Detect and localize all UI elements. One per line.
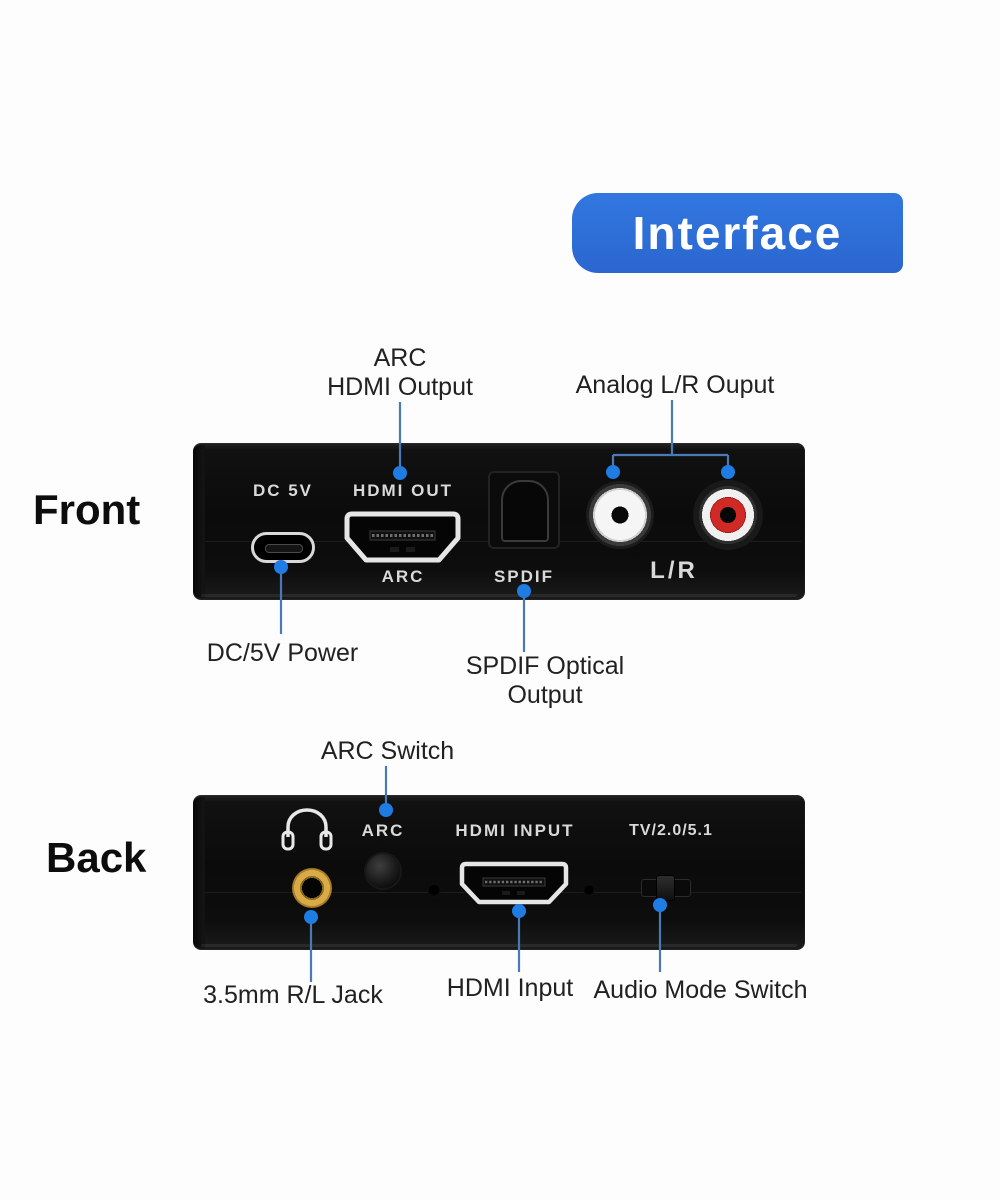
front-section-title: Front <box>33 486 141 533</box>
callout-dc-5v-power: DC/5V Power <box>206 639 359 667</box>
callout-arc-switch: ARC Switch <box>320 737 455 765</box>
spdif-optical-port <box>488 471 560 549</box>
back-panel-device: ARC HDMI INPUT TV/2.0/5.1 <box>193 795 805 950</box>
hdmi-out-port <box>344 511 461 563</box>
callout-35mm-jack: 3.5mm R/L Jack <box>203 981 383 1009</box>
slide-switch-knob <box>656 875 675 901</box>
callout-analog-lr-output: Analog L/R Ouput <box>575 371 775 399</box>
audio-mode-slide-switch <box>641 875 691 901</box>
screw-hole-icon <box>427 883 441 897</box>
callout-arc-hdmi-output-line1: ARC <box>373 344 427 372</box>
interface-badge-label: Interface <box>632 207 843 259</box>
panel-label-arc-back: ARC <box>361 821 405 840</box>
panel-label-spdif: SPDIF <box>493 567 555 586</box>
rca-jack-red-right <box>693 480 763 550</box>
panel-label-lr: L/R <box>650 557 698 584</box>
callout-arc-hdmi-output: ARC HDMI Output <box>300 344 500 402</box>
aux-35mm-jack <box>292 868 332 908</box>
interface-badge: Interface <box>572 193 903 273</box>
hdmi-input-port <box>459 861 569 905</box>
callout-hdmi-input: HDMI Input <box>446 974 574 1002</box>
panel-label-hdmi-out: HDMI OUT <box>352 481 454 500</box>
usb-c-power-port <box>251 532 315 563</box>
rca-jack-white-left <box>586 481 654 549</box>
callout-audio-mode-switch: Audio Mode Switch <box>593 976 808 1004</box>
screw-hole-icon-2 <box>583 884 595 896</box>
headphones-icon <box>281 808 333 851</box>
panel-label-audio-mode: TV/2.0/5.1 <box>629 822 713 839</box>
panel-label-hdmi-input: HDMI INPUT <box>455 821 575 840</box>
front-panel-device: DC 5V HDMI OUT ARC SPDIF L/R <box>193 443 805 600</box>
callout-spdif-optical-output: SPDIF Optical Output <box>465 652 625 709</box>
panel-label-dc5v: DC 5V <box>252 481 314 500</box>
spdif-optical-door <box>501 480 549 542</box>
panel-label-arc: ARC <box>381 567 425 586</box>
arc-push-button <box>366 854 400 888</box>
usb-c-slot <box>265 544 303 553</box>
back-section-title: Back <box>46 834 147 881</box>
callout-arc-hdmi-output-line2: HDMI Output <box>327 373 473 401</box>
